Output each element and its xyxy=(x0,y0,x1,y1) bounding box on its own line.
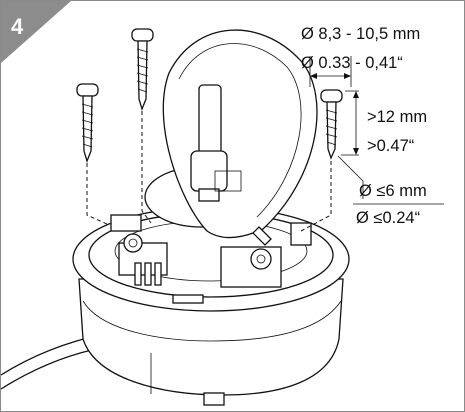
step-number: 4 xyxy=(11,14,24,39)
dimension-lines xyxy=(309,56,444,205)
step-badge: 4 xyxy=(1,1,71,63)
diameter-in-label: Ø 0.33 - 0,41“ xyxy=(301,54,403,72)
camera-base xyxy=(72,206,350,406)
screw-right xyxy=(320,89,343,160)
screw-center xyxy=(131,28,154,111)
head-in-label: Ø ≤0.24“ xyxy=(356,209,420,227)
length-mm-label: >12 mm xyxy=(367,108,427,126)
camera-dome xyxy=(144,29,318,246)
guide-lines xyxy=(86,111,332,232)
length-in-label: >0.47“ xyxy=(367,137,414,155)
diameter-mm-label: Ø 8,3 - 10,5 mm xyxy=(301,25,420,43)
screw-left xyxy=(76,83,99,163)
head-mm-label: Ø ≤6 mm xyxy=(359,182,427,200)
